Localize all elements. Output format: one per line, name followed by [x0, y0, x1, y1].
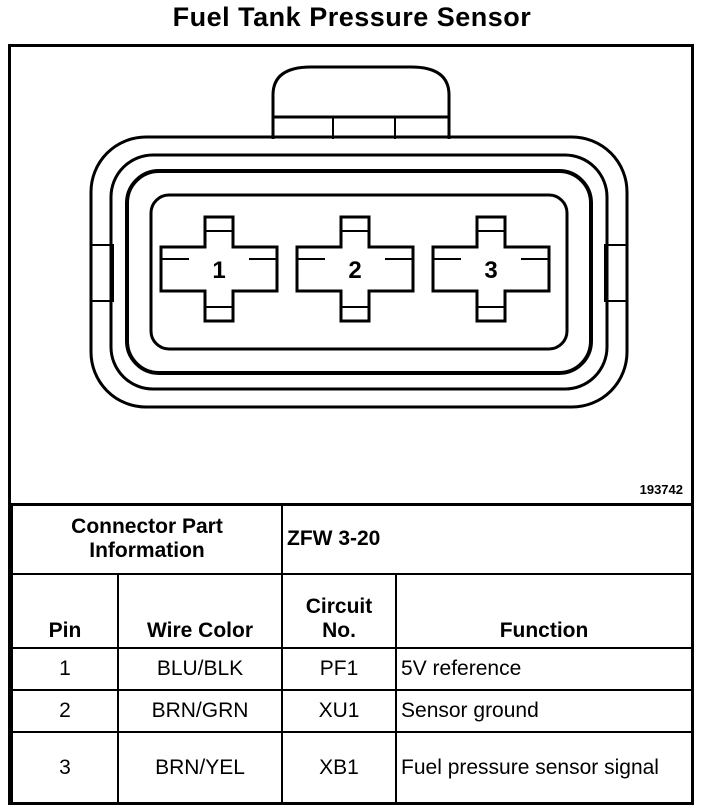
- row-circuit: PF1: [281, 647, 398, 691]
- pinout-table: Connector Part Information ZFW 3-20 Pin …: [10, 503, 694, 805]
- row-wire-color: BRN/YEL: [116, 731, 284, 805]
- pin-terminal-2: [295, 215, 415, 323]
- row-function: 5V reference: [395, 647, 694, 691]
- figure-id: 193742: [639, 482, 683, 497]
- connector-info-value: ZFW 3-20: [281, 503, 694, 575]
- connector-info-label: Connector Part Information: [10, 503, 284, 575]
- table-header-row: Pin Wire Color Circuit No. Function: [11, 573, 694, 649]
- pin-terminal-3: [431, 215, 551, 323]
- row-wire-color: BLU/BLK: [116, 647, 284, 691]
- pin-label: 2: [348, 257, 361, 284]
- header-function: Function: [395, 573, 694, 649]
- connector-latch: [271, 65, 451, 139]
- table-row: 1 BLU/BLK PF1 5V reference: [11, 647, 694, 691]
- pin-label: 3: [484, 257, 497, 284]
- page-title: Fuel Tank Pressure Sensor: [172, 2, 532, 32]
- connector-drawing: 1 2 3: [89, 65, 629, 409]
- row-circuit: XB1: [281, 731, 398, 805]
- connector-info-row: Connector Part Information ZFW 3-20: [10, 503, 694, 575]
- row-pin: 3: [11, 731, 119, 805]
- row-function: Fuel pressure sensor signal: [395, 731, 694, 805]
- header-wire-color: Wire Color: [116, 573, 284, 649]
- pin-terminal-1: [159, 215, 279, 323]
- connector-diagram: 1 2 3 193742: [11, 47, 691, 506]
- row-wire-color: BRN/GRN: [116, 689, 284, 733]
- table-row: 3 BRN/YEL XB1 Fuel pressure sensor signa…: [11, 731, 694, 805]
- header-circuit: Circuit No.: [281, 573, 398, 649]
- pin-label: 1: [212, 257, 225, 284]
- row-circuit: XU1: [281, 689, 398, 733]
- header-pin: Pin: [11, 573, 119, 649]
- row-pin: 2: [11, 689, 119, 733]
- row-pin: 1: [11, 647, 119, 691]
- connector-cavity: [149, 193, 569, 351]
- row-function: Sensor ground: [395, 689, 694, 733]
- table-row: 2 BRN/GRN XU1 Sensor ground: [11, 689, 694, 733]
